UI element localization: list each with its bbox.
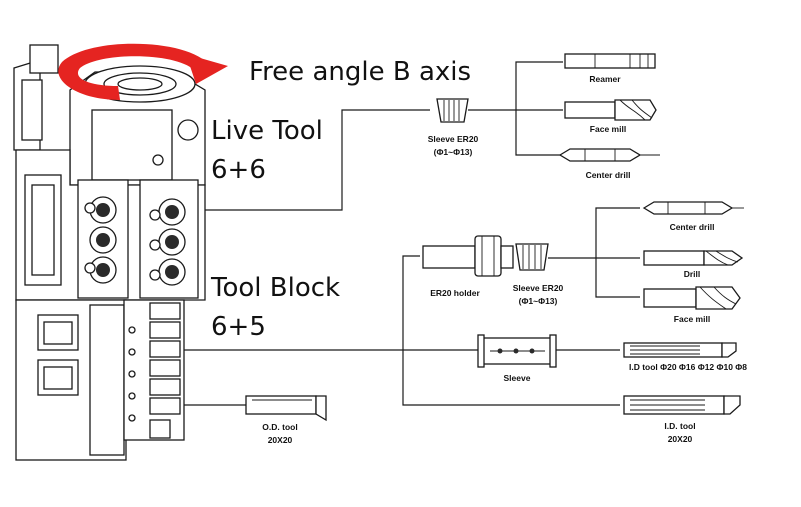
reamer-tool: Reamer <box>564 53 656 84</box>
id-sleeve-label: Sleeve <box>504 373 531 383</box>
tool-block-heading: Tool Block <box>210 273 340 303</box>
upper-sleeve-er20: Sleeve ER20 (Φ1~Φ13) <box>428 98 479 157</box>
live-tool-heading: Live Tool <box>211 116 323 146</box>
od-tool: O.D. tool 20X20 <box>245 395 327 445</box>
id-sleeve-tool-label: I.D tool Φ20 Φ16 Φ12 Φ10 Φ8 <box>629 362 747 372</box>
drill-tool: Drill <box>643 250 744 279</box>
upper-center-drill-label: Center drill <box>586 170 631 180</box>
upper-sleeve-range: (Φ1~Φ13) <box>434 147 473 157</box>
drill-label: Drill <box>684 269 701 279</box>
id-sleeve-tool: I.D tool Φ20 Φ16 Φ12 Φ10 Φ8 <box>623 342 747 372</box>
lower-face-mill-tool: Face mill <box>643 286 741 324</box>
lower-center-drill-tool: Center drill <box>642 201 744 232</box>
lower-sleeve-label: Sleeve ER20 <box>513 283 564 293</box>
od-tool-size: 20X20 <box>268 435 293 445</box>
live-tool-spindles <box>84 196 186 286</box>
live-tool-count: 6+6 <box>211 155 266 185</box>
b-axis-heading: Free angle B axis <box>249 57 471 87</box>
upper-face-mill-label: Face mill <box>590 124 626 134</box>
connector-lines <box>184 61 640 406</box>
er20-holder-label: ER20 holder <box>430 288 480 298</box>
upper-face-mill-tool: Face mill <box>564 99 657 134</box>
turret-machine-illustration <box>13 44 206 461</box>
id-sleeve: Sleeve <box>477 334 557 383</box>
tool-block-stack <box>123 299 185 441</box>
id-tool-label: I.D. tool <box>664 421 695 431</box>
tool-block-count: 6+5 <box>211 312 266 342</box>
upper-sleeve-label: Sleeve ER20 <box>428 134 479 144</box>
id-tool: I.D. tool 20X20 <box>623 395 741 444</box>
er20-holder: ER20 holder <box>422 235 514 298</box>
lower-sleeve-er20: Sleeve ER20 (Φ1~Φ13) <box>513 243 564 306</box>
b-axis-rotation-arrow-icon <box>58 43 228 100</box>
id-tool-size: 20X20 <box>668 434 693 444</box>
upper-center-drill-tool: Center drill <box>558 148 660 180</box>
od-tool-label: O.D. tool <box>262 422 297 432</box>
reamer-label: Reamer <box>589 74 621 84</box>
lower-center-drill-label: Center drill <box>670 222 715 232</box>
lower-sleeve-range: (Φ1~Φ13) <box>519 296 558 306</box>
lower-face-mill-label: Face mill <box>674 314 710 324</box>
